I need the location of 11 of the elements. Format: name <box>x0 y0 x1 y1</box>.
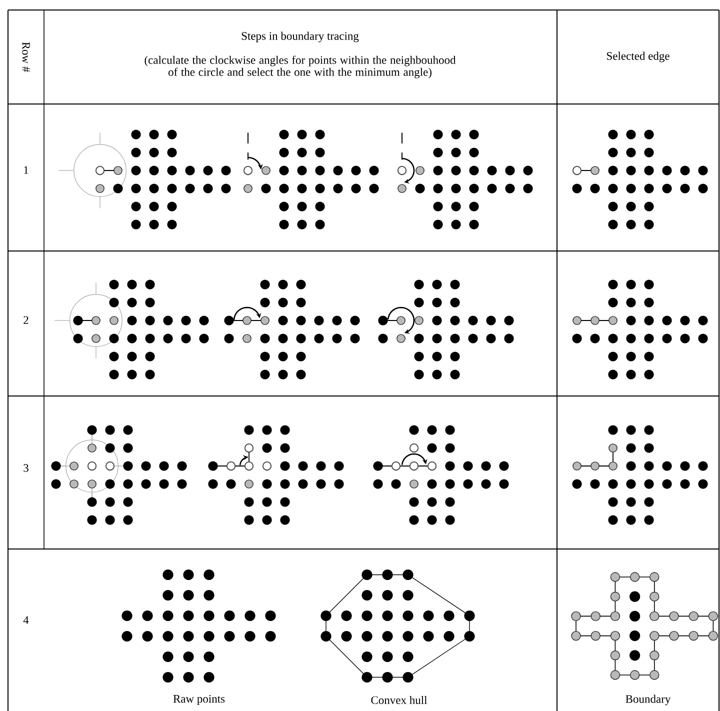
row-number: 1 <box>24 166 28 174</box>
panel-caption: Convex hull <box>371 696 428 704</box>
column-header: Steps in boundary tracing <box>242 32 359 42</box>
panel-caption: Boundary <box>626 694 671 706</box>
row-number: 2 <box>24 316 28 324</box>
row-number: 3 <box>24 464 28 472</box>
column-header: Selected edge <box>607 52 670 62</box>
panel-caption: Raw points <box>173 694 225 706</box>
column-header: Row # <box>22 42 30 72</box>
row-number: 4 <box>23 616 29 624</box>
column-header: (calculate the clockwise angles for points within the neighbouhood of the circle and select the one with the minimum angle) <box>144 56 456 78</box>
